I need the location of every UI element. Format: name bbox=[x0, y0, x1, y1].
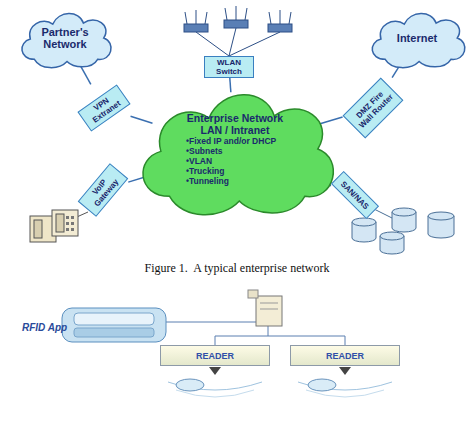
phone-icons bbox=[30, 210, 88, 242]
cloud-shape bbox=[22, 14, 111, 68]
reader-box: READER bbox=[290, 345, 400, 366]
node-text: •Trucking bbox=[186, 166, 224, 176]
figure-caption: Figure 1. A typical enterprise network bbox=[0, 261, 474, 276]
gateway-box: VPN Extranet bbox=[77, 84, 130, 131]
node-text: LAN / Intranet bbox=[201, 124, 270, 136]
node-text: READER bbox=[196, 351, 234, 361]
node-text: VPN Extranet bbox=[80, 87, 128, 128]
cloud-shape bbox=[372, 14, 465, 68]
network-cloud: Internet bbox=[364, 6, 470, 70]
switch-box: WLAN Switch bbox=[204, 56, 254, 78]
cloud-outline bbox=[126, 78, 344, 220]
wireless-routers bbox=[184, 6, 292, 56]
gateway-box: VoIP Gateway bbox=[78, 163, 129, 217]
network-cloud: Partner's Network bbox=[14, 6, 116, 70]
node-text: •Tunneling bbox=[186, 176, 229, 186]
node-text: Partner's Network bbox=[34, 26, 96, 50]
firewall-box: DMZ Fire Wall Router bbox=[343, 78, 404, 139]
node-text: Enterprise Network bbox=[187, 112, 283, 124]
app-label: RFID App bbox=[22, 322, 67, 333]
node-text: •Subnets bbox=[186, 146, 223, 156]
server-box bbox=[248, 290, 282, 326]
node-text: DMZ Fire Wall Router bbox=[348, 83, 397, 132]
enterprise-cloud: Enterprise NetworkLAN / Intranet•Fixed I… bbox=[126, 78, 344, 220]
node-text: Internet bbox=[397, 32, 437, 44]
network-link bbox=[131, 116, 153, 123]
node-text: •Fixed IP and/or DHCP bbox=[186, 136, 276, 146]
node-text: SAN/NAS bbox=[339, 179, 371, 211]
network-link bbox=[318, 117, 342, 124]
node-text: VoIP Gateway bbox=[81, 166, 126, 214]
reader-box: READER bbox=[160, 345, 270, 366]
rfid-wiring bbox=[165, 322, 345, 345]
rfid-antennas-tags bbox=[168, 367, 392, 397]
node-text: READER bbox=[326, 351, 364, 361]
node-text: WLAN Switch bbox=[205, 58, 253, 76]
node-text: •VLAN bbox=[186, 156, 212, 166]
network-link bbox=[230, 78, 231, 92]
rfid-tablet bbox=[62, 308, 166, 342]
cloud-shape bbox=[143, 95, 333, 215]
storage-box: SAN/NAS bbox=[331, 171, 379, 219]
